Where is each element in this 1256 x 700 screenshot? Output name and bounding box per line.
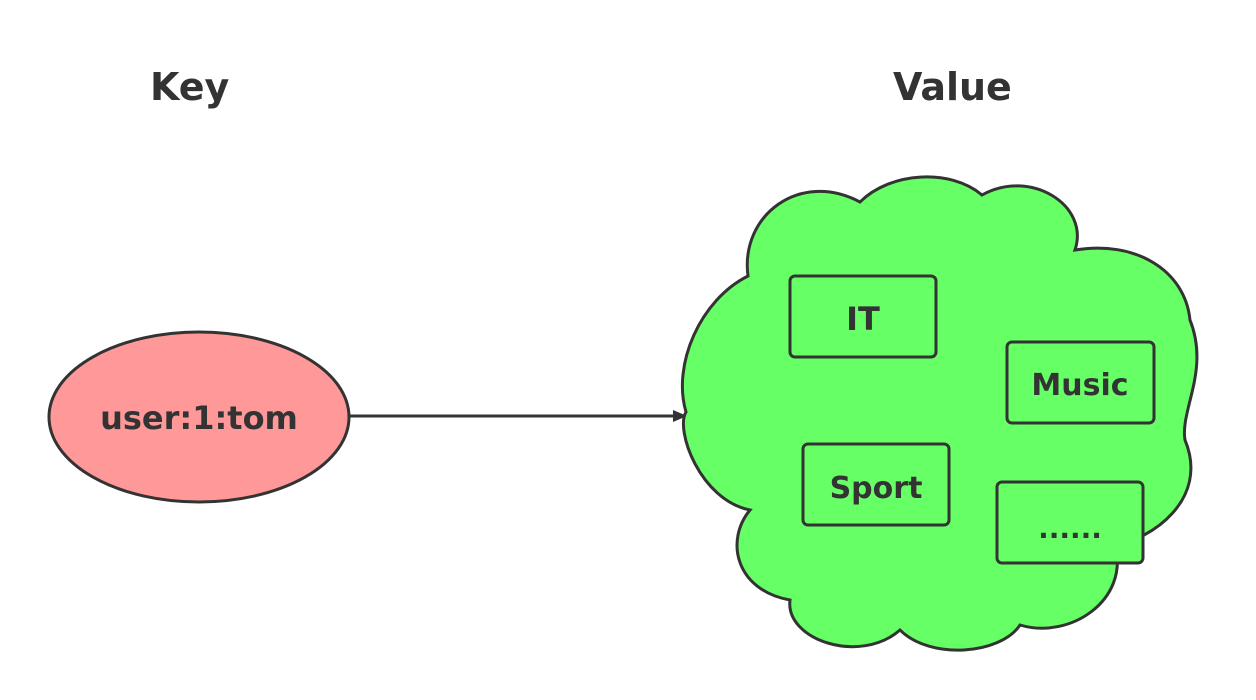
value-item-label: ...... [1038,512,1102,545]
value-item-box [788,274,938,359]
key-node: user:1:tom [47,330,351,504]
key-node-label: user:1:tom [100,399,298,437]
value-item-sport: Sport [801,442,951,527]
value-item-box [1005,340,1156,425]
key-ellipse [47,330,351,504]
value-item-ellipsis: ...... [995,480,1145,565]
value-item-label: Sport [830,471,923,506]
value-item-label: IT [846,300,880,338]
value-heading: Value [893,65,1012,109]
value-item-it: IT [788,274,938,359]
value-item-box [801,442,951,527]
value-item-label: Music [1031,368,1128,403]
value-item-music: Music [1005,340,1156,425]
value-cloud: IT Music Sport ...... [681,175,1199,652]
key-heading: Key [150,65,230,109]
value-item-box [995,480,1145,565]
